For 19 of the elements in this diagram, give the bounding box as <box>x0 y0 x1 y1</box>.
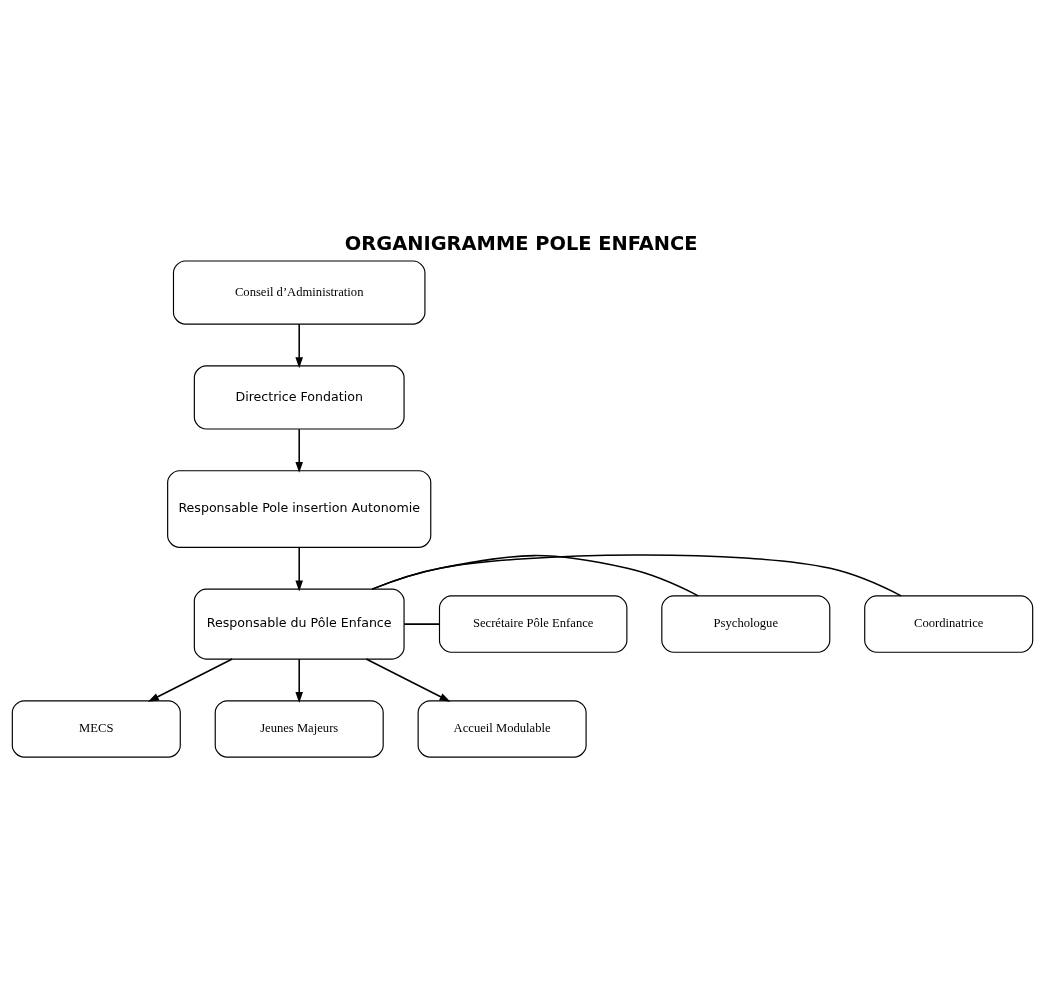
node-box: Jeunes Majeurs <box>214 699 384 758</box>
connector <box>403 622 441 625</box>
node-box: Directrice Fondation <box>193 364 405 430</box>
arrow <box>295 322 303 368</box>
node-box: Secrétaire Pôle Enfance <box>438 594 628 653</box>
node-box: Coordinatrice <box>864 594 1034 653</box>
arrow <box>295 546 303 591</box>
node-box: Accueil Modulable <box>417 699 587 758</box>
node-box: Psychologue <box>661 594 831 653</box>
connector <box>371 553 902 597</box>
arrow <box>295 427 303 473</box>
node-box: Responsable Pole insertion Autonomie <box>167 469 432 548</box>
arrow <box>365 657 451 702</box>
node-box: Responsable du Pôle Enfance <box>193 588 405 660</box>
arrow <box>295 657 303 703</box>
node-box: MECS <box>11 699 181 758</box>
node-box: Conseil d’Administration <box>172 259 426 325</box>
diagram-title: ORGANIGRAMME POLE ENFANCE <box>344 231 698 255</box>
arrow <box>147 657 233 702</box>
